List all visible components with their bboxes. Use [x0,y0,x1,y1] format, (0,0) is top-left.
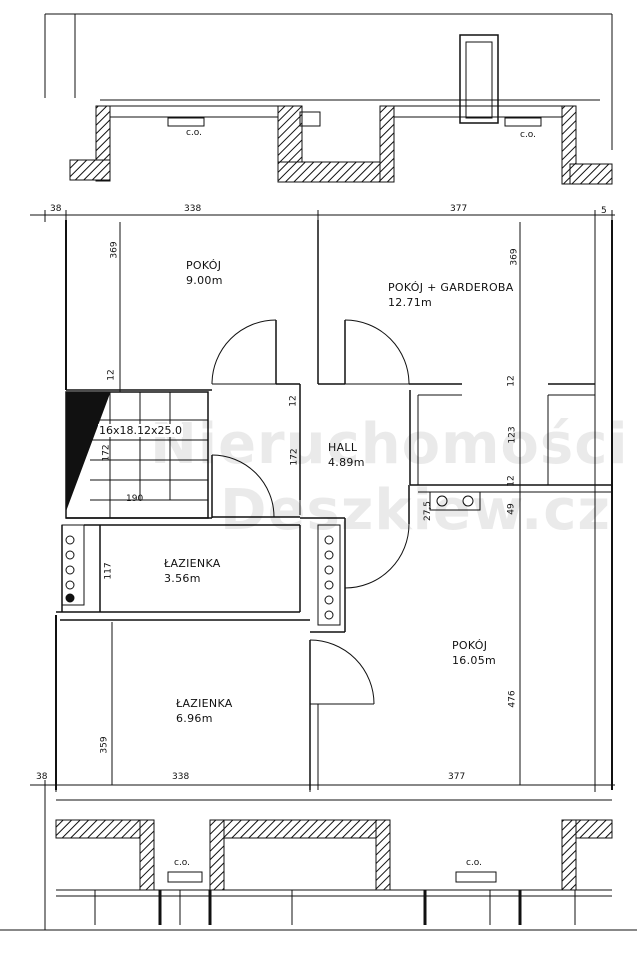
dim-369-left: 369 [109,241,120,259]
room-pokoj-3: POKÓJ 16.05m [452,638,496,668]
dim-12-d: 12 [506,475,517,487]
room-lazienka-1: ŁAZIENKA 3.56m [164,556,221,586]
room-name: HALL [328,441,358,454]
dim-117: 117 [103,562,114,580]
dim-bottom-mid: 338 [172,772,190,782]
room-hall: HALL 4.89m [328,440,365,470]
dim-123: 123 [507,426,518,444]
dim-top-end: 5 [601,206,607,216]
dim-359: 359 [99,736,110,754]
dim-172-stair: 172 [101,444,112,462]
dim-12-b: 12 [288,395,299,407]
room-name: ŁAZIENKA [176,697,233,710]
dim-top-mid: 338 [184,204,202,214]
dim-stair-190: 190 [126,494,144,504]
watermark-line1: Nieruchomości [150,412,629,477]
dim-bottom-left: 38 [36,772,48,782]
dim-27-5: 27,5 [423,500,434,522]
room-area: 6.96m [176,712,213,725]
dim-top-left: 38 [50,204,62,214]
room-area: 4.89m [328,456,365,469]
top-wall [69,99,613,185]
radiator-label-top-left: c.o. [186,128,203,138]
dim-49: 49 [506,503,517,515]
dim-172-hall: 172 [289,448,300,466]
room-area: 16.05m [452,654,497,667]
bottom-wall [44,790,613,930]
room-area: 9.00m [186,274,223,287]
stairs-label: 16x18.12x25.0 [98,424,183,437]
radiator-label-bottom-right: c.o. [466,858,483,868]
room-area: 3.56m [164,572,201,585]
room-pokoj-1: POKÓJ 9.00m [186,258,223,288]
watermark-line2: Deszkiew.cz [220,478,612,543]
room-name: POKÓJ [452,639,488,652]
dim-top-right: 377 [450,204,468,214]
room-area: 12.71m [388,296,433,309]
room-name: POKÓJ + GARDEROBA [388,281,514,294]
dim-bottom-right: 377 [448,772,466,782]
dim-369-right: 369 [509,248,520,266]
radiator-label-bottom-left: c.o. [174,858,191,868]
dim-12-c: 12 [506,375,517,387]
radiator-label-top-right: c.o. [520,130,537,140]
dim-12-a: 12 [106,369,117,381]
room-name: POKÓJ [186,259,222,272]
dim-476: 476 [507,690,518,708]
room-name: ŁAZIENKA [164,557,221,570]
room-pokoj-garderoba: POKÓJ + GARDEROBA 12.71m [388,280,514,310]
room-lazienka-2: ŁAZIENKA 6.96m [176,696,233,726]
